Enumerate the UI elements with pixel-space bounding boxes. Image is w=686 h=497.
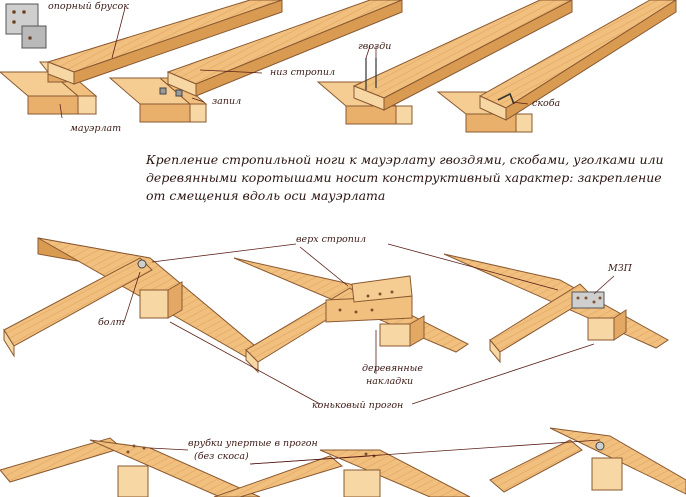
label-wooden-plates-line1: деревянные [362,363,424,374]
notched-joint-2 [213,449,471,497]
ridge-joints-middle [3,237,669,374]
label-mauerlat: мауэрлат [70,123,122,134]
rafter-1 [46,0,283,85]
mauerlat-assemblies [0,0,677,133]
label-staple: скоба [532,98,561,109]
notched-joint-3 [489,427,686,495]
ridge-joint-bolt [3,237,261,359]
label-wooden-plates-line2: накладки [366,376,414,387]
label-notches-line2: (без скоса) [194,451,249,462]
ridge-joints-bottom [0,427,686,497]
label-support-bar: опорный брусок [48,1,129,12]
label-notches-line1: врубки упертые в прогон [188,438,318,449]
label-bolt: болт [98,317,125,328]
label-notch: запил [212,96,242,107]
label-ridge-purlin: коньковый прогон [312,400,404,411]
leader-lines-middle [123,243,615,405]
label-rafter-bottom: низ стропил [270,67,335,78]
nails [365,58,377,90]
leader-lines-bottom [149,439,601,465]
ridge-joint-metal-plate [443,253,669,364]
figure-caption: Крепление стропильной ноги к мауэрлату г… [146,151,676,205]
label-nails: гвозди [358,41,392,52]
metal-angle-bracket [5,3,47,49]
rafter-4 [478,0,677,121]
ridge-joint-wooden-plates [233,257,469,374]
rafter-3 [352,0,573,111]
caption-line-2: деревянными коротышами носит конструктив… [146,170,662,185]
notched-joint-1 [0,437,261,497]
leader-lines-top [59,7,529,119]
label-mzp: МЗП [608,263,632,274]
caption-line-1: Крепление стропильной ноги к мауэрлату г… [146,152,664,167]
label-rafter-top: верх стропил [296,234,367,245]
caption-line-3: от смещения вдоль оси мауэрлата [146,188,386,203]
